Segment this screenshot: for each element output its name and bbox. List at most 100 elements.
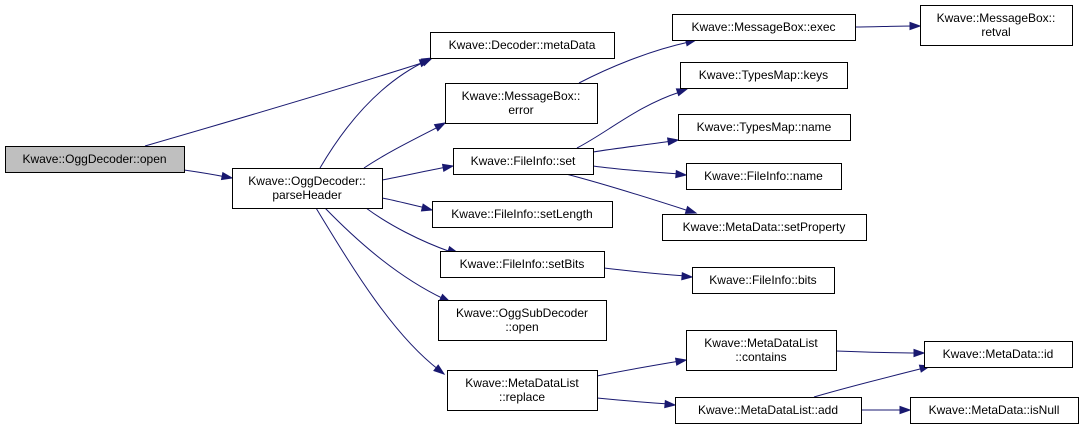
edge-arrowhead — [666, 137, 680, 146]
node-label-line: ::replace — [499, 390, 545, 404]
node-parse-header[interactable]: Kwave::OggDecoder::parseHeader — [232, 168, 383, 209]
node-label-line: retval — [981, 25, 1010, 39]
node-label-line: ::open — [505, 320, 538, 334]
edge-arrowhead — [441, 163, 455, 172]
edge-mdlist_replace-to-mdlist_add — [596, 397, 677, 409]
node-typesmap-name[interactable]: Kwave::TypesMap::name — [678, 114, 851, 141]
node-label-line: Kwave::MetaData::setProperty — [683, 220, 846, 234]
edge-line — [319, 59, 429, 169]
node-metadata-id[interactable]: Kwave::MetaData::id — [924, 341, 1073, 368]
node-label-line: Kwave::MetaData::isNull — [929, 403, 1060, 417]
edge-line — [596, 360, 681, 377]
node-mdlist-add[interactable]: Kwave::MetaDataList::add — [675, 397, 862, 424]
node-decoder-metadata[interactable]: Kwave::Decoder::metaData — [430, 32, 615, 59]
node-label-line: Kwave::FileInfo::setLength — [451, 207, 592, 221]
node-box — [438, 300, 607, 341]
node-ogg-open[interactable]: Kwave::OggDecoder::open — [5, 146, 185, 173]
node-label-line: Kwave::FileInfo::set — [471, 154, 576, 168]
node-mdlist-contains[interactable]: Kwave::MetaDataList::contains — [686, 330, 837, 371]
node-label-line: Kwave::FileInfo::bits — [709, 273, 816, 287]
edge-msgbox_exec-to-msgbox_retval — [854, 21, 922, 31]
edge-mdlist_replace-to-mdlist_contains — [596, 357, 688, 377]
node-fileinfo-bits[interactable]: Kwave::FileInfo::bits — [692, 267, 835, 294]
node-label-line: Kwave::TypesMap::keys — [699, 68, 828, 82]
node-label-line: Kwave::Decoder::metaData — [449, 38, 596, 52]
node-label-line: Kwave::OggDecoder:: — [248, 174, 365, 188]
node-label-line: Kwave::MessageBox::exec — [691, 20, 835, 34]
node-box — [692, 267, 835, 294]
edge-parse_header-to-mdlist_replace — [315, 207, 446, 375]
edge-arrowhead — [675, 169, 688, 179]
edge-fileinfo_setbits-to-fileinfo_bits — [603, 267, 694, 281]
node-fileinfo-setbits[interactable]: Kwave::FileInfo::setBits — [440, 251, 605, 278]
node-label-line: Kwave::OggDecoder::open — [22, 152, 166, 166]
edge-arrowhead — [909, 21, 922, 31]
edge-arrowhead — [684, 205, 698, 214]
edge-line — [365, 207, 452, 253]
node-label-line: Kwave::MetaData::id — [943, 347, 1054, 361]
edge-line — [381, 197, 427, 209]
edge-line — [576, 91, 681, 149]
edge-line — [603, 267, 687, 277]
edge-arrowhead — [420, 203, 434, 212]
edge-line — [324, 207, 445, 300]
edge-arrowhead — [220, 171, 234, 181]
edge-parse_header-to-fileinfo_set — [381, 163, 455, 181]
call-edges — [144, 21, 932, 415]
edge-line — [578, 41, 690, 84]
edge-arrowhead — [681, 271, 694, 281]
edge-arrowhead — [433, 122, 447, 132]
edge-line — [596, 397, 670, 405]
edge-ogg_open-to-parse_header — [183, 169, 234, 181]
edge-fileinfo_set-to-fileinfo_name — [592, 165, 688, 179]
edge-mdlist_add-to-metadata_isnull — [861, 405, 912, 415]
edge-arrowhead — [675, 88, 689, 97]
node-box — [910, 397, 1079, 424]
node-msgbox-exec[interactable]: Kwave::MessageBox::exec — [672, 14, 856, 41]
edge-line — [315, 207, 440, 371]
node-label-line: Kwave::TypesMap::name — [697, 120, 832, 134]
node-box — [680, 62, 848, 89]
edge-parse_header-to-fileinfo_setlength — [381, 197, 434, 212]
node-fileinfo-name[interactable]: Kwave::FileInfo::name — [686, 163, 842, 190]
edge-line — [363, 125, 441, 169]
node-box — [686, 330, 837, 371]
node-metadata-isnull[interactable]: Kwave::MetaData::isNull — [910, 397, 1079, 424]
node-label-line: Kwave::MetaDataList — [465, 376, 579, 390]
node-msgbox-retval[interactable]: Kwave::MessageBox::retval — [920, 5, 1073, 46]
node-box — [672, 14, 856, 41]
edge-mdlist_contains-to-metadata_id — [835, 348, 926, 358]
node-oggsub-open[interactable]: Kwave::OggSubDecoder::open — [438, 300, 607, 341]
node-box — [432, 201, 613, 228]
node-mdlist-replace[interactable]: Kwave::MetaDataList::replace — [447, 370, 598, 411]
node-msgbox-error[interactable]: Kwave::MessageBox::error — [445, 83, 598, 124]
edge-line — [592, 165, 681, 175]
edge-line — [592, 140, 673, 153]
node-box — [447, 370, 598, 411]
edge-parse_header-to-msgbox_error — [363, 122, 447, 169]
edge-line — [813, 367, 925, 398]
edge-line — [565, 173, 690, 212]
node-fileinfo-set[interactable]: Kwave::FileInfo::set — [453, 148, 594, 175]
node-fileinfo-setlength[interactable]: Kwave::FileInfo::setLength — [432, 201, 613, 228]
node-label-line: Kwave::MetaDataList::add — [698, 403, 838, 417]
edge-arrowhead — [674, 357, 688, 366]
node-box — [662, 214, 867, 241]
node-metadata-setproperty[interactable]: Kwave::MetaData::setProperty — [662, 214, 867, 241]
edge-line — [835, 350, 919, 354]
node-box — [686, 163, 842, 190]
node-box — [440, 251, 605, 278]
node-typesmap-keys[interactable]: Kwave::TypesMap::keys — [680, 62, 848, 89]
node-box — [920, 5, 1073, 46]
edge-arrowhead — [420, 57, 434, 67]
node-label-line: ::contains — [735, 350, 786, 364]
edge-parse_header-to-decoder_metadata — [319, 57, 434, 169]
edge-arrowhead — [913, 348, 926, 358]
node-box — [678, 114, 851, 141]
node-box — [675, 397, 862, 424]
node-label-line: Kwave::FileInfo::name — [704, 169, 823, 183]
edge-fileinfo_set-to-metadata_setproperty — [565, 173, 698, 214]
edge-line — [381, 166, 448, 181]
node-label-line: error — [508, 103, 533, 117]
